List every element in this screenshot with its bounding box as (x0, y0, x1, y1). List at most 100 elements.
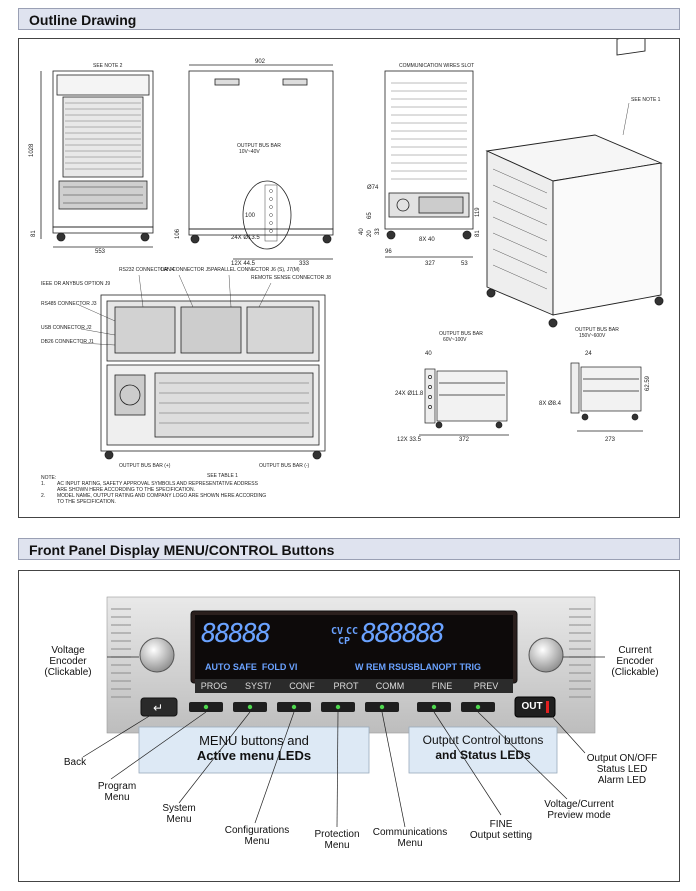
label-busbar-b-range: 150V~600V (579, 333, 606, 339)
out-label: OUT (521, 701, 543, 712)
front-panel-svg: ↵ (82, 596, 605, 828)
vfd-status-right: W REM RSUSBLANOPT TRIG (355, 662, 481, 672)
label-lan: LAN CONNECTOR J5 (161, 267, 211, 273)
note-2: MODEL NAME, OUTPUT RATING AND COMPANY LO… (57, 493, 267, 505)
dim-side-333: 333 (299, 261, 310, 267)
busbar-detail-a (419, 368, 509, 436)
syst-label: SYST/ (244, 681, 271, 691)
dim-rear-20: 20 (367, 230, 373, 237)
notes-heading: NOTE: (41, 475, 57, 481)
vfd-cv: CV (331, 626, 344, 637)
label-bus-plus: OUTPUT BUS BAR (+) (119, 463, 171, 469)
dim-front-height: 1028 (29, 143, 35, 157)
note-2-number: 2. (41, 493, 46, 499)
dim-rear-65: 65 (367, 212, 373, 219)
isometric-view (485, 39, 664, 328)
label-busbar-b: OUTPUT BUS BAR (575, 327, 619, 333)
menu-box-line-2: Active menu LEDs (196, 748, 312, 763)
button-row: ↵ (140, 696, 556, 718)
dim-busbar-b-24: 24 (585, 351, 592, 357)
prev-label: PREV (473, 681, 499, 691)
vfd-cp: CP (338, 636, 351, 647)
voltage-encoder-knob[interactable] (139, 637, 175, 673)
back-icon: ↵ (153, 701, 163, 715)
callout-output: Output ON/OFF Status LED Alarm LED (586, 753, 658, 786)
outline-drawing-svg: 1028 553 81 SEE NOTE 2 902 OUTPUT BUS BA… (29, 39, 664, 479)
dim-rear-96: 96 (385, 249, 392, 255)
current-encoder-knob[interactable] (528, 637, 564, 673)
label-busbar-a-range: 60V~100V (443, 337, 467, 343)
callout-fine: FINE Output setting (469, 819, 533, 841)
dim-rear-33: 33 (375, 228, 381, 235)
connector-view (100, 294, 326, 460)
dim-busbar-a-12x: 12X 33.5 (397, 437, 422, 443)
callout-preview: Voltage/Current Preview mode (544, 799, 614, 821)
dim-rear-81: 81 (475, 230, 481, 237)
dim-rear-40: 40 (359, 228, 365, 235)
back-button[interactable] (140, 697, 178, 717)
leader-lines (82, 656, 605, 828)
dim-rear-327: 327 (425, 261, 436, 267)
dim-side-holes: 24X Ø13.5 (231, 235, 260, 241)
control-box-line-1: Output Control buttons (422, 733, 544, 747)
dim-rear-dia: Ø74 (367, 185, 379, 191)
label-see-note-1: SEE NOTE 1 (631, 97, 661, 103)
callout-back: Back (63, 757, 87, 768)
dim-busbar-b-8x: 8X Ø8.4 (539, 401, 562, 407)
front-panel-title: Front Panel Display MENU/CONTROL Buttons (29, 542, 335, 558)
label-side-busbar-range: 10V~40V (239, 149, 260, 155)
dim-front-base: 81 (31, 230, 37, 237)
vfd-cc: CC (346, 626, 359, 637)
callout-program-menu: Program Menu (97, 781, 137, 803)
dim-rear-119: 119 (475, 207, 481, 217)
outline-drawing-frame: 1028 553 81 SEE NOTE 2 902 OUTPUT BUS BA… (18, 38, 680, 518)
dim-rear-53: 53 (461, 261, 468, 267)
busbar-detail-b (570, 362, 643, 432)
dim-busbar-b-273: 273 (605, 437, 616, 443)
label-db26: DB26 CONNECTOR J1 (41, 339, 94, 345)
note-1-number: 1. (41, 481, 46, 487)
conf-led (291, 704, 297, 710)
label-see-table: SEE TABLE 1 (207, 473, 238, 479)
label-usb: USB CONNECTOR J2 (41, 325, 92, 331)
front-view (40, 70, 154, 248)
label-see-note-2: SEE NOTE 2 (93, 63, 123, 69)
front-panel-header: Front Panel Display MENU/CONTROL Buttons (18, 538, 680, 560)
outline-drawing-header: Outline Drawing (18, 8, 680, 30)
fine-label: FINE (431, 681, 453, 691)
dim-front-width: 553 (95, 249, 106, 255)
label-remote-sense: REMOTE SENSE CONNECTOR J8 (251, 275, 331, 281)
callout-voltage-encoder: Voltage Encoder (Clickable) (44, 645, 92, 678)
conf-label: CONF (289, 681, 315, 691)
dim-side-width: 902 (255, 59, 266, 65)
comm-led (379, 704, 385, 710)
fine-led (431, 704, 437, 710)
prot-led (335, 704, 341, 710)
dim-busbar-a-24x: 24X Ø11.8 (395, 391, 424, 397)
vfd-current-digits: 888888 (361, 619, 445, 649)
side-view (188, 64, 334, 260)
out-status-led (546, 701, 549, 713)
vfd-glass (195, 615, 513, 679)
label-rs485: RS485 CONNECTOR J3 (41, 301, 97, 307)
label-ieee: IEEE OR ANYBUS OPTION J9 (41, 281, 110, 287)
callout-current-encoder: Current Encoder (Clickable) (611, 645, 659, 678)
prog-led (203, 704, 209, 710)
dim-busbar-b-62: 62.59 (645, 375, 651, 391)
menu-buttons-box (138, 726, 370, 774)
out-button[interactable] (514, 696, 556, 718)
prog-label: PROG (200, 681, 228, 691)
dim-side-100: 100 (245, 213, 256, 219)
outline-drawing-title: Outline Drawing (29, 12, 137, 28)
dim-rear-holes: 8X 40 (419, 237, 435, 243)
callout-protection-menu: Protection Menu (314, 829, 360, 851)
button-label-strip (195, 679, 513, 693)
callout-configurations-menu: Configurations Menu (224, 825, 290, 847)
label-side-busbar: OUTPUT BUS BAR (237, 143, 281, 149)
prot-label: PROT (333, 681, 359, 691)
comm-label: COMM (375, 681, 405, 691)
dim-side-base: 106 (175, 228, 181, 239)
label-parallel: PARALLEL CONNECTOR J6 (S), J7(M) (211, 267, 300, 273)
dim-busbar-a-372: 372 (459, 437, 470, 443)
control-box-line-2: and Status LEDs (435, 748, 531, 762)
